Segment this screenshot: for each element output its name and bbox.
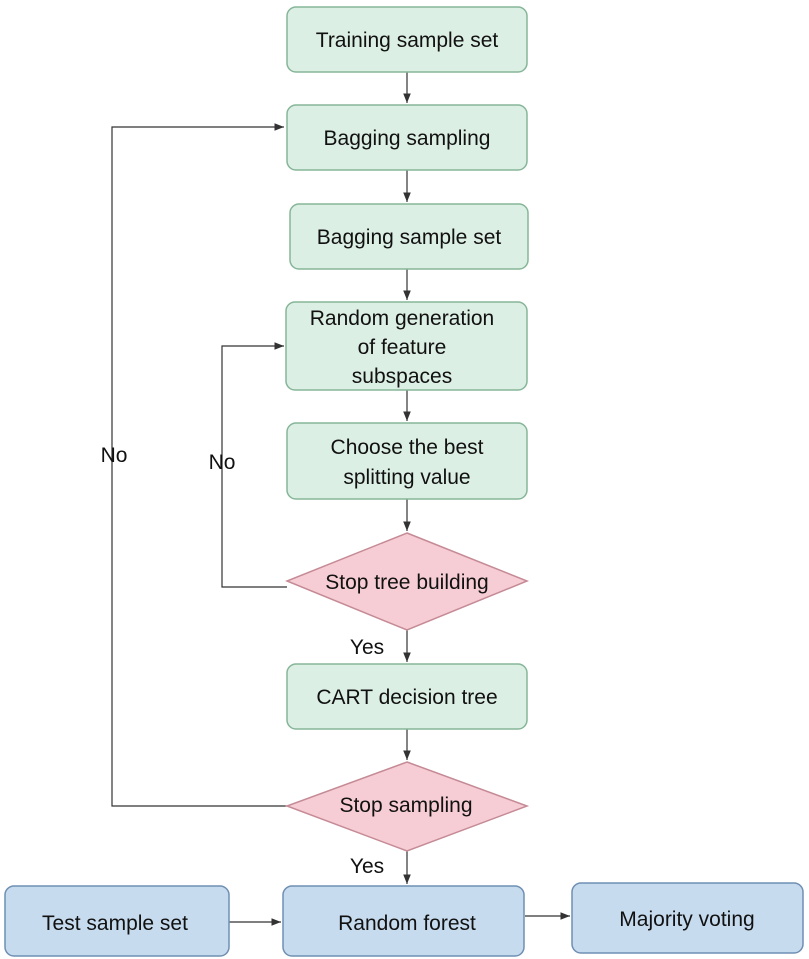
node-label: Stop tree building xyxy=(325,571,488,594)
node-test-sample-set: Test sample set xyxy=(4,885,230,957)
node-majority-voting: Majority voting xyxy=(571,882,804,954)
node-label: Random forest xyxy=(338,912,476,935)
node-label-line-2: of feature xyxy=(358,336,447,359)
edges xyxy=(111,72,570,926)
node-label: Test sample set xyxy=(42,912,188,935)
node-label: Majority voting xyxy=(619,908,754,931)
node-training-sample-set: Training sample set xyxy=(286,6,528,73)
node-random-generation: Random generation of feature subspaces xyxy=(285,301,528,391)
node-choose-best-split: Choose the best splitting value xyxy=(286,422,528,500)
label-no-outer: No xyxy=(101,444,128,467)
label-yes-sampling: Yes xyxy=(350,855,384,878)
node-label-line-1: Choose the best xyxy=(331,436,484,459)
node-stop-tree-building: Stop tree building xyxy=(284,532,530,631)
node-label-line-2: splitting value xyxy=(343,466,470,489)
node-cart-decision-tree: CART decision tree xyxy=(286,663,528,730)
label-yes-tree: Yes xyxy=(350,636,384,659)
node-label: Bagging sampling xyxy=(324,127,491,150)
node-label: Stop sampling xyxy=(339,794,472,817)
node-label: Training sample set xyxy=(316,29,499,52)
node-bagging-sampling: Bagging sampling xyxy=(286,104,528,171)
label-no-inner: No xyxy=(209,451,236,474)
node-label: CART decision tree xyxy=(316,686,497,709)
node-bagging-sample-set: Bagging sample set xyxy=(289,203,529,270)
node-random-forest: Random forest xyxy=(282,885,525,957)
edge-stop-sampling-no-loop xyxy=(111,123,287,807)
node-stop-sampling: Stop sampling xyxy=(284,761,530,852)
node-label-line-1: Random generation xyxy=(310,307,494,330)
node-label-line-3: subspaces xyxy=(352,365,452,388)
edge-stop-tree-no-loop xyxy=(221,342,287,588)
node-label: Bagging sample set xyxy=(317,226,502,249)
